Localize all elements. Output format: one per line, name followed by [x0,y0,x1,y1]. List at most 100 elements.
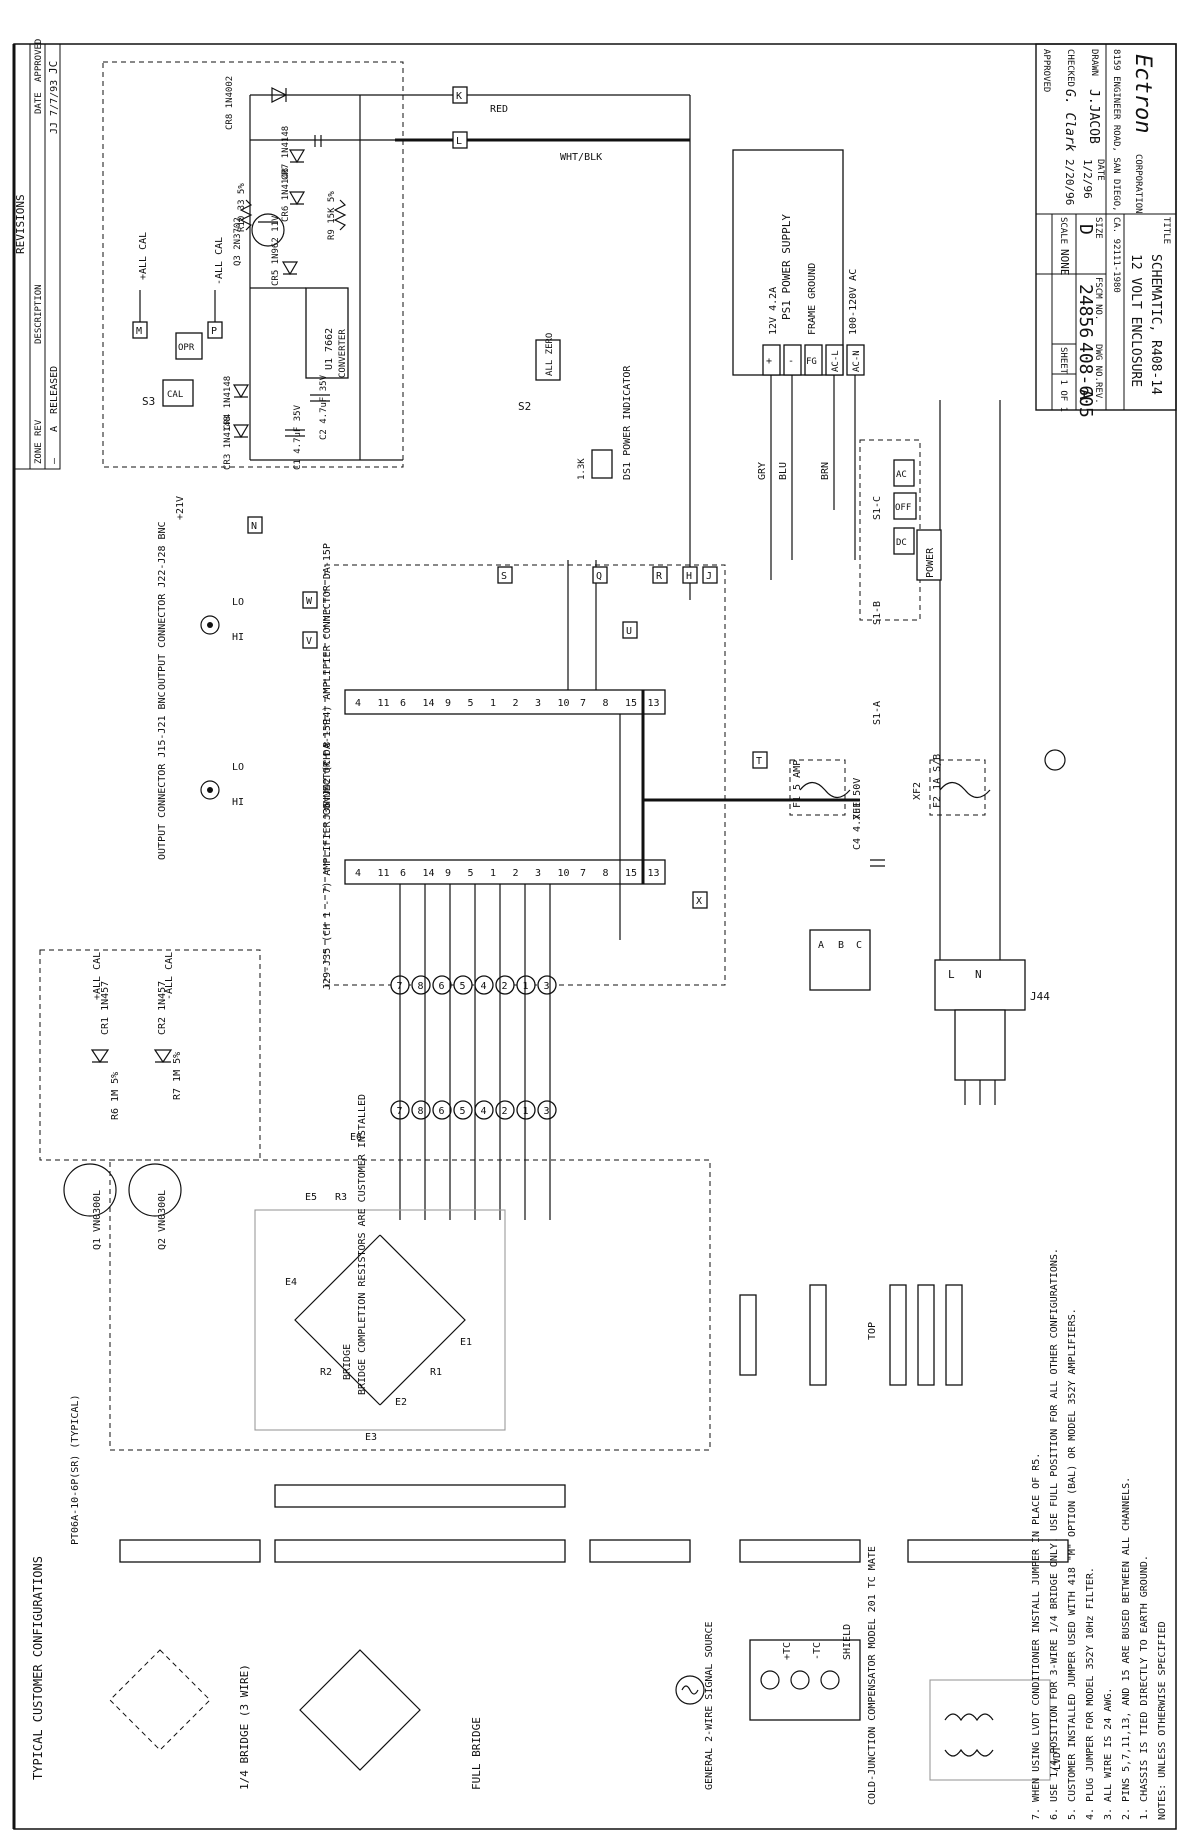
svg-text:-: - [788,356,794,367]
pin-marker-label: N [251,521,257,532]
svg-text:CAL: CAL [167,390,183,400]
quarter-bridge-label: 1/4 BRIDGE (3 WIRE) [238,1664,251,1790]
svg-text:C2 4.7uF 35V: C2 4.7uF 35V [319,374,329,440]
amp-pin-7: 7 [580,868,586,879]
svg-text:F2 1A S/B: F2 1A S/B [932,754,943,808]
size-value: D [1075,224,1096,235]
svg-text:CR6 1N4148: CR6 1N4148 [281,168,291,222]
pin-marker-R [652,566,668,584]
pin-marker-U [622,621,638,639]
pin-marker-H [682,566,698,584]
dc-position [893,527,915,555]
drawing-title-1: SCHEMATIC, R408-14 [1148,254,1163,395]
ds1-led [591,449,613,479]
pin-marker-label: X [696,896,702,907]
bridge-completion: BRIDGE BRIDGE COMPLETION RESISTORS ARE C… [254,1094,506,1443]
svg-text:AC: AC [896,470,907,480]
svg-text:CR2 1N457: CR2 1N457 [157,981,168,1035]
chassis-ground-lug [1044,749,1066,771]
svg-text:12V 4.2A: 12V 4.2A [768,287,779,335]
amp-pin-8: 8 [603,868,609,879]
full-bridge-label: FULL BRIDGE [470,1717,483,1790]
u1-converter [305,287,349,379]
svg-text:E3: E3 [365,1432,377,1443]
svg-text:R2: R2 [320,1367,332,1378]
svg-text:POWER: POWER [925,547,936,578]
svg-text:-ALL CAL: -ALL CAL [164,952,175,1000]
svg-text:R7 1M 5%: R7 1M 5% [172,1052,183,1100]
pin-marker-M [132,321,148,339]
svg-text:E1: E1 [460,1337,472,1348]
amp-pin-4: 4 [355,698,361,709]
bus-pin-label: 4 [481,981,487,992]
bus-pin-label: 8 [418,981,424,992]
svg-text:TITLE: TITLE [1161,217,1171,244]
fuse-f2: F2 1A S/B XF2 [912,754,991,816]
svg-text:E5: E5 [305,1192,317,1203]
pin-marker-label: S [501,571,507,582]
svg-text:DESCRIPTION: DESCRIPTION [34,284,44,344]
pin-marker-T [752,751,768,769]
svg-text:Q2 VN0300L: Q2 VN0300L [157,1190,168,1250]
svg-text:R6 1M 5%: R6 1M 5% [110,1072,121,1120]
fscm-value: 24856 [1075,284,1096,338]
pin-marker-S [497,566,513,584]
pin-marker-P [207,321,223,339]
c4-capacitor [870,859,885,867]
cr1-diode [90,1049,110,1064]
revision-description: RELEASED [49,366,60,414]
svg-text:GRY: GRY [757,462,768,480]
svg-text:BRIDGE COMPLETION RESISTORS AR: BRIDGE COMPLETION RESISTORS ARE CUSTOMER… [357,1094,368,1395]
cr6-diode [288,191,306,206]
bus-pin-1 [516,975,536,995]
pin-marker-label: L [456,136,462,147]
svg-text:FG: FG [806,357,817,367]
drawn-by: J.JACOB [1086,89,1101,144]
revision-date: JJ 7/7/93 [49,80,60,134]
cr3-diode [232,424,250,439]
amp-pin-14: 14 [423,868,435,879]
svg-text:CR5 1N962 11V: CR5 1N962 11V [271,215,281,286]
svg-text:DATE: DATE [1095,159,1105,181]
revisions-block: REVISIONS ZONE REV DESCRIPTION DATE APPR… [13,39,61,470]
c2-capacitor [310,394,330,402]
svg-text:S2: S2 [518,400,531,413]
svg-text:7. WHEN USING LVDT CONDITIONER: 7. WHEN USING LVDT CONDITIONER INSTALL J… [1031,1453,1042,1820]
bus-pin-label: 4 [481,1106,487,1117]
cr8-diode [271,87,288,103]
pin-marker-X [692,891,708,909]
svg-text:CONVERTER: CONVERTER [338,329,348,378]
bus-pin-label: 6 [439,981,445,992]
svg-text:DC: DC [896,538,907,548]
all-zero-button[interactable] [535,339,561,381]
amp-pin-4: 4 [355,868,361,879]
svg-text:XF1: XF1 [852,802,863,820]
jumper-diagrams: TOP [739,1284,963,1386]
s1-power-switch[interactable]: S1-C S1-B S1-A AC OFF DC POWER [859,439,942,725]
amp-pin-13: 13 [648,698,660,709]
pin-marker-J [702,566,718,584]
amp-pin-11: 11 [378,698,390,709]
bus-pin-5 [453,1100,473,1120]
cal-button[interactable] [162,379,194,407]
amp-pin-6: 6 [400,868,406,879]
opr-button[interactable] [175,332,203,360]
rev-value: A [1075,389,1096,400]
amp-pin-13: 13 [648,868,660,879]
svg-text:XF2: XF2 [912,782,923,800]
svg-text:S1-B: S1-B [872,601,883,625]
svg-text:PS1 POWER SUPPLY: PS1 POWER SUPPLY [780,214,793,320]
svg-text:CR3 1N4148: CR3 1N4148 [223,416,233,470]
svg-text:ALL ZERO: ALL ZERO [545,333,555,376]
svg-text:J44: J44 [1030,990,1050,1003]
svg-text:OFF: OFF [895,503,911,513]
svg-text:BLU: BLU [778,462,789,480]
amp-pin-15: 15 [625,868,637,879]
fuse-f1: F1 5 AMP XF1 [789,759,863,820]
pin-marker-N [247,516,263,534]
input-terminal-strips [119,1484,1069,1563]
bus-pin-1 [516,1100,536,1120]
svg-text:J36-J42 (CH 8 - 14) AMPLIFIER: J36-J42 (CH 8 - 14) AMPLIFIER CONNECTOR … [322,543,333,820]
